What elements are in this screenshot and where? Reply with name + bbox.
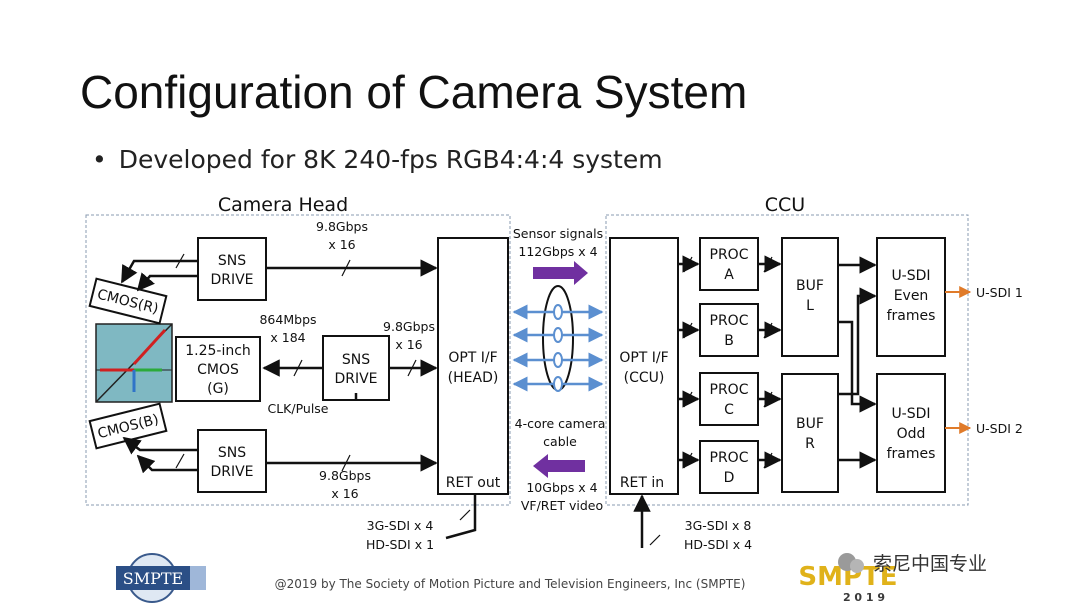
buf-l-line1: BUF [796, 278, 824, 294]
usdi-odd-box: U-SDI Odd frames [876, 373, 946, 493]
buf-l-box: BUF L [781, 237, 839, 357]
rate-g-out-1: 9.8Gbps [383, 319, 435, 334]
proc-c-line2: C [724, 402, 734, 418]
usdi-even-box: U-SDI Even frames [876, 237, 946, 357]
sns-mid-line1: SNS [342, 352, 370, 368]
proc-d-box: PROC D [699, 440, 759, 494]
in-format-2: HD-SDI x 4 [684, 537, 752, 552]
sensor-signals-2: 112Gbps x 4 [518, 244, 597, 259]
sns-drive-mid: SNS DRIVE [322, 335, 390, 401]
buf-r-line2: R [805, 436, 815, 452]
cmos-g-line3: (G) [207, 381, 229, 397]
usdi-2-label: U-SDI 2 [976, 421, 1023, 436]
in-format-1: 3G-SDI x 8 [685, 518, 752, 533]
ccu-connections [633, 255, 877, 548]
fiber-links [512, 304, 604, 392]
buf-l-line2: L [806, 298, 814, 314]
opt-head-line1: OPT I/F [448, 350, 497, 366]
ret-out-label: RET out [446, 475, 501, 491]
smpte-logo-right-year: 2 0 1 9 [843, 591, 885, 604]
rate-top-2: x 16 [328, 237, 355, 252]
rate-bot-2: x 16 [331, 486, 358, 501]
usdi-even-line3: frames [887, 308, 936, 324]
bullet-text: Developed for 8K 240-fps RGB4:4:4 system [118, 145, 663, 174]
rate-top-1: 9.8Gbps [316, 219, 368, 234]
bus-ticks-head [175, 253, 471, 521]
usdi-even-line1: U-SDI [891, 268, 930, 284]
ret-in-label: RET in [620, 475, 664, 491]
opt-ccu-line2: (CCU) [624, 370, 665, 386]
head-connections [120, 259, 477, 540]
rate-g-in-1: 864Mbps [259, 312, 316, 327]
smpte-logo-left: SMPTE [116, 553, 206, 603]
sensor-signals-1: Sensor signals [513, 226, 603, 241]
return-rate: 10Gbps x 4 [526, 480, 597, 495]
proc-d-line2: D [724, 470, 735, 486]
cmos-g-box: 1.25-inch CMOS (G) [175, 336, 261, 402]
prism-icon [95, 323, 173, 403]
usdi-even-line2: Even [894, 288, 929, 304]
usdi-odd-line3: frames [887, 446, 936, 462]
clk-pulse-label: CLK/Pulse [267, 401, 328, 416]
return-video-arrow [533, 454, 585, 478]
cmos-g-line1: 1.25-inch [185, 343, 251, 359]
sns-top-line1: SNS [218, 253, 246, 269]
opt-if-ccu-box: OPT I/F (CCU) RET in [609, 237, 679, 495]
camera-head-label: Camera Head [218, 194, 348, 216]
sns-mid-line2: DRIVE [334, 371, 377, 387]
wechat-watermark: 索尼中国专业 [838, 553, 987, 575]
smpte-logo-left-text: SMPTE [123, 569, 183, 588]
cable-label-1: 4-core camera [515, 416, 606, 431]
buf-r-line1: BUF [796, 416, 824, 432]
smpte-logo-right: SMPTE 2 0 1 9 [798, 562, 897, 604]
usdi-1-label: U-SDI 1 [976, 285, 1023, 300]
cmos-r-box: CMOS(R) [88, 277, 168, 325]
cmos-g-line2: CMOS [197, 362, 239, 378]
fiber-cores [553, 304, 563, 392]
out-format-1: 3G-SDI x 4 [367, 518, 434, 533]
opt-ccu-line1: OPT I/F [619, 350, 668, 366]
proc-c-line1: PROC [710, 382, 749, 398]
proc-a-line2: A [724, 267, 734, 283]
sns-drive-bottom: SNS DRIVE [197, 429, 267, 493]
proc-b-box: PROC B [699, 303, 759, 357]
proc-a-line1: PROC [710, 247, 749, 263]
bus-ticks-ccu [649, 256, 773, 546]
proc-b-line2: B [724, 333, 734, 349]
opt-head-line2: (HEAD) [448, 370, 499, 386]
camera-head-group [85, 214, 511, 506]
opt-if-head-box: OPT I/F (HEAD) RET out [437, 237, 509, 495]
proc-a-box: PROC A [699, 237, 759, 291]
sns-top-line2: DRIVE [210, 272, 253, 288]
sns-bot-line2: DRIVE [210, 464, 253, 480]
return-video: VF/RET video [521, 498, 603, 513]
watermark-text: 索尼中国专业 [873, 553, 987, 575]
buf-r-box: BUF R [781, 373, 839, 493]
sns-bot-line1: SNS [218, 445, 246, 461]
usdi-odd-line2: Odd [897, 426, 926, 442]
usdi-odd-line1: U-SDI [891, 406, 930, 422]
copyright-footer: @2019 by The Society of Motion Picture a… [275, 577, 746, 591]
bullet-dot: • [92, 145, 107, 174]
proc-b-line1: PROC [710, 313, 749, 329]
cable-label-2: cable [543, 434, 577, 449]
bullet-point: • Developed for 8K 240-fps RGB4:4:4 syste… [92, 142, 663, 178]
sensor-signal-arrow [533, 261, 588, 285]
proc-c-box: PROC C [699, 372, 759, 426]
proc-d-line1: PROC [710, 450, 749, 466]
rate-g-in-2: x 184 [270, 330, 305, 345]
out-format-2: HD-SDI x 1 [366, 537, 434, 552]
rate-bot-1: 9.8Gbps [319, 468, 371, 483]
ccu-group [605, 214, 969, 506]
ccu-label: CCU [765, 194, 805, 216]
sns-drive-top: SNS DRIVE [197, 237, 267, 301]
slide-title: Configuration of Camera System [80, 66, 748, 118]
rate-g-out-2: x 16 [395, 337, 422, 352]
